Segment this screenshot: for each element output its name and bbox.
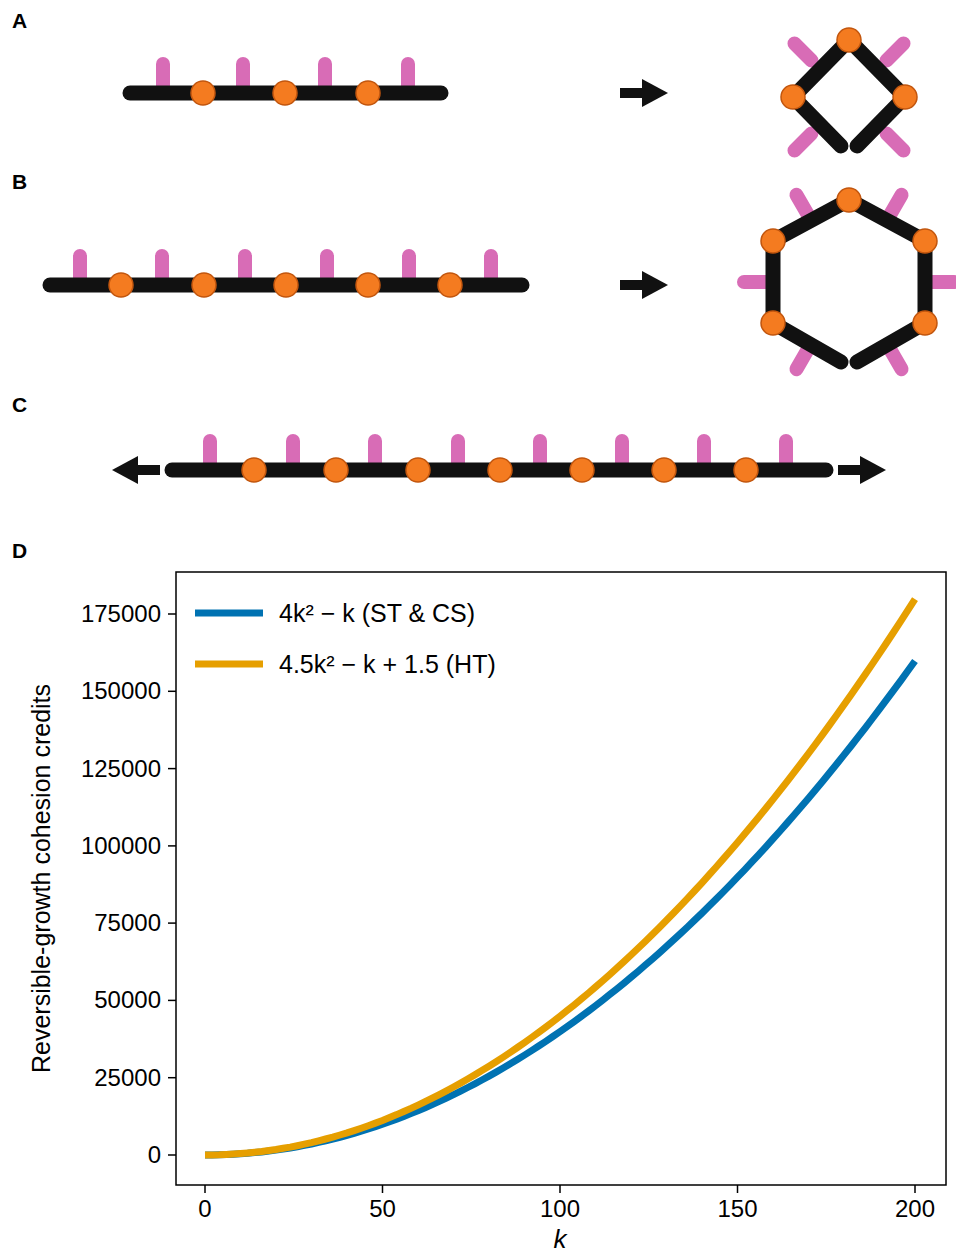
tick-label: 50000 — [94, 988, 161, 1012]
panel-letter: D — [12, 540, 27, 561]
legend-label: 4.5k² − k + 1.5 (HT) — [279, 652, 496, 677]
panel-letter: A — [12, 10, 27, 31]
chart-axes — [168, 572, 946, 1193]
tick-label: 75000 — [94, 911, 161, 935]
square-ring — [781, 28, 917, 160]
tick-label: 25000 — [94, 1066, 161, 1090]
arrow — [620, 79, 668, 107]
tick-label: 150000 — [81, 679, 161, 703]
panel-letter: B — [12, 171, 27, 192]
data-curve — [205, 599, 915, 1155]
legend-label: 4k² − k (ST & CS) — [279, 601, 475, 626]
growing-strand — [112, 434, 886, 484]
hexagon-ring — [737, 185, 956, 378]
tick-label: 0 — [148, 1143, 161, 1167]
arrow — [620, 271, 668, 299]
linear-strand-b — [50, 249, 522, 297]
tick-label: 50 — [369, 1197, 396, 1221]
panel-letter: C — [12, 394, 27, 415]
axis-title: k — [554, 1226, 567, 1252]
legend-swatch — [195, 610, 263, 617]
tick-label: 200 — [895, 1197, 935, 1221]
tick-label: 175000 — [81, 602, 161, 626]
tick-label: 150 — [717, 1197, 757, 1221]
tick-label: 0 — [198, 1197, 211, 1221]
tick-label: 100 — [540, 1197, 580, 1221]
tick-label: 125000 — [81, 757, 161, 781]
tick-label: 100000 — [81, 834, 161, 858]
linear-strand-a — [130, 57, 441, 105]
axis-title: Reversible-growth cohesion credits — [30, 683, 55, 1072]
data-curve — [205, 661, 915, 1155]
legend-swatch — [195, 661, 263, 668]
